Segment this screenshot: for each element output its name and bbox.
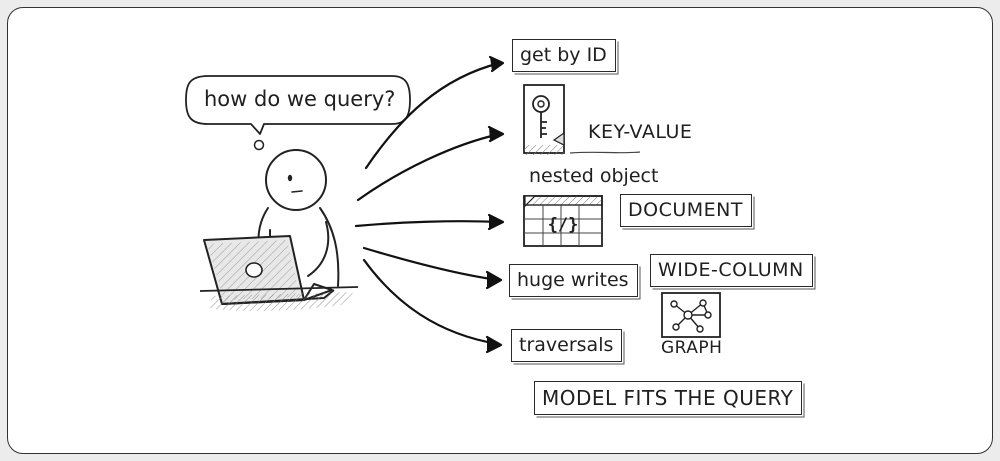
arrow-get-by-id <box>364 61 502 170</box>
graph-network-icon <box>661 292 721 338</box>
sketch-canvas: {/} <box>185 55 721 354</box>
svg-text:{/}: {/} <box>548 215 579 235</box>
arrow-traversals <box>362 258 500 346</box>
model-graph: GRAPH <box>661 338 723 358</box>
speech-bubble <box>185 75 411 151</box>
query-huge-writes: huge writes <box>509 264 638 297</box>
laptop-logo <box>245 262 263 278</box>
laptop-icon <box>203 235 335 305</box>
model-key-value: KEY-VALUE <box>588 121 693 143</box>
model-wide-column: WIDE-COLUMN <box>650 254 813 287</box>
person-head <box>265 149 327 211</box>
document-grid-icon: {/} <box>523 195 603 247</box>
desk <box>199 286 359 311</box>
thought-dot <box>253 139 265 151</box>
arrow-nested-object <box>354 220 502 228</box>
query-nested-object: nested object <box>529 165 659 187</box>
speech-bubble-text: how do we query? <box>204 87 396 111</box>
arrow-huge-writes <box>362 246 500 282</box>
key-icon <box>523 84 641 155</box>
model-document: DOCUMENT <box>620 194 752 227</box>
diagram-frame: {/} how do we query? <box>7 7 993 454</box>
arrows <box>354 55 505 354</box>
footer-model-fits-query: MODEL FITS THE QUERY <box>534 381 803 415</box>
arrow-key-value <box>356 132 502 202</box>
query-traversals: traversals <box>511 329 623 362</box>
query-get-by-id: get by ID <box>512 39 616 72</box>
